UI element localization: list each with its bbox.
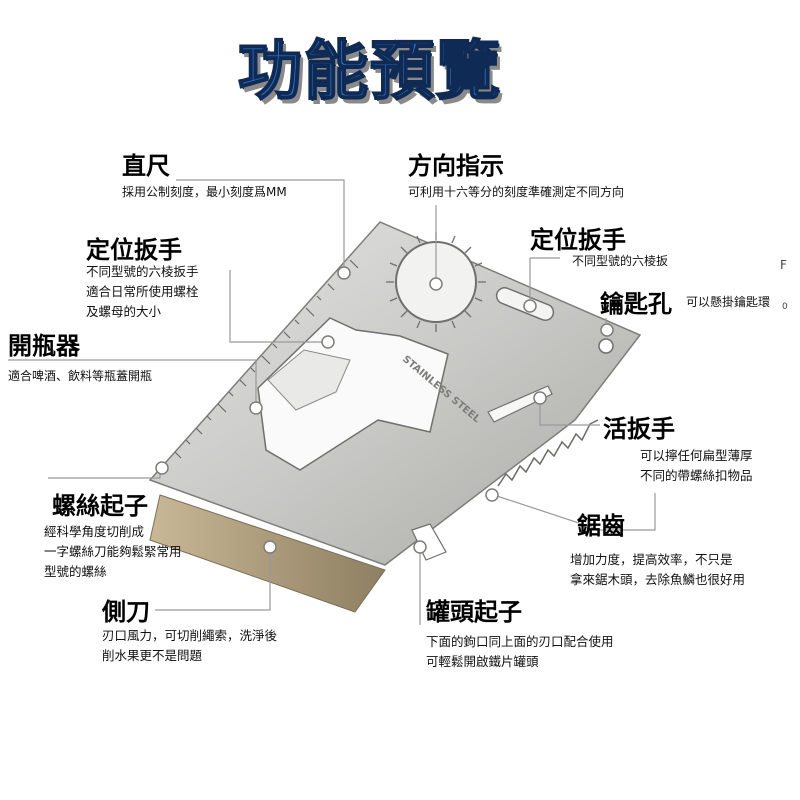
label-ruler: 直尺 xyxy=(122,152,170,180)
dot-side-blade xyxy=(263,540,277,554)
side-blade-bevel xyxy=(149,494,386,613)
desc-hex-wrench-left: 不同型號的六棱扳手 適合日常所使用螺栓 及螺母的大小 xyxy=(86,264,199,319)
leader-screwdriver xyxy=(48,468,161,479)
leader-lines xyxy=(8,179,656,625)
label-can-opener: 罐頭起子 xyxy=(426,598,522,626)
desc-saw: 增加力度，提高效率，不只是 拿來鋸木頭，去除魚鱗也很好用 xyxy=(570,552,746,587)
leader-bottle-opener xyxy=(8,359,257,408)
desc-side-blade: 刃口風力，可切削繩索，洗淨後 削水果更不是問題 xyxy=(102,628,278,663)
label-adjustable-wrench: 活扳手 xyxy=(603,415,675,443)
label-direction: 方向指示 xyxy=(408,152,504,180)
label-saw: 鋸齒 xyxy=(577,512,625,540)
dot-bottle-opener xyxy=(249,401,263,415)
dot-hex-wrench-left xyxy=(321,335,335,349)
dot-screwdriver xyxy=(155,461,169,475)
dot-adjustable-wrench xyxy=(533,391,547,405)
desc-key-hole: 可以懸掛鑰匙環 xyxy=(686,295,771,309)
leader-hex-wrench-left xyxy=(229,270,326,343)
wrench-cutout xyxy=(267,349,351,411)
corner-mark-bottom: 0 xyxy=(782,302,788,312)
desc-can-opener: 下面的鉤口同上面的刃口配合使用 可輕鬆開啟鐵片罐頭 xyxy=(426,634,614,669)
desc-adjustable-wrench: 可以擰任何扁型薄厚 不同的帶螺絲扣物品 xyxy=(640,448,753,483)
corner-mark-top: F xyxy=(780,258,787,272)
key-hole xyxy=(598,338,614,354)
dot-saw xyxy=(485,488,499,502)
dot-direction xyxy=(429,277,443,291)
dot-ruler xyxy=(337,266,351,280)
label-hex-wrench-right: 定位扳手 xyxy=(530,226,626,254)
label-screwdriver: 螺絲起子 xyxy=(52,492,148,520)
leader-hex-wrench-right xyxy=(529,257,560,306)
marker-dots xyxy=(155,266,614,554)
desc-direction: 可利用十六等分的刻度準確測定不同方向 xyxy=(408,185,625,199)
leader-ruler xyxy=(176,179,345,272)
leader-adjustable-wrench xyxy=(539,398,600,426)
desc-ruler: 採用公制刻度，最小刻度爲MM xyxy=(122,185,287,199)
label-bottle-opener: 開瓶器 xyxy=(8,332,80,360)
dot-hex-wrench-right xyxy=(523,299,537,313)
dot-can-opener xyxy=(413,540,427,554)
leader-saw xyxy=(493,493,656,531)
leader-side-blade xyxy=(155,548,271,611)
saw-teeth xyxy=(497,419,599,487)
dot-key-hole xyxy=(600,323,614,337)
desc-screwdriver: 經科學角度切削成 一字螺絲刀能夠鬆緊常用 型號的螺絲 xyxy=(44,524,182,579)
label-key-hole: 鑰匙孔 xyxy=(600,290,672,318)
desc-bottle-opener: 適合啤酒、飲料等瓶蓋開瓶 xyxy=(8,369,153,383)
label-hex-wrench-left: 定位扳手 xyxy=(86,236,182,264)
page-title: 功能預覽 xyxy=(237,34,502,110)
desc-hex-wrench-right: 不同型號的六棱扳 xyxy=(572,254,669,268)
label-side-blade: 側刀 xyxy=(102,598,150,626)
